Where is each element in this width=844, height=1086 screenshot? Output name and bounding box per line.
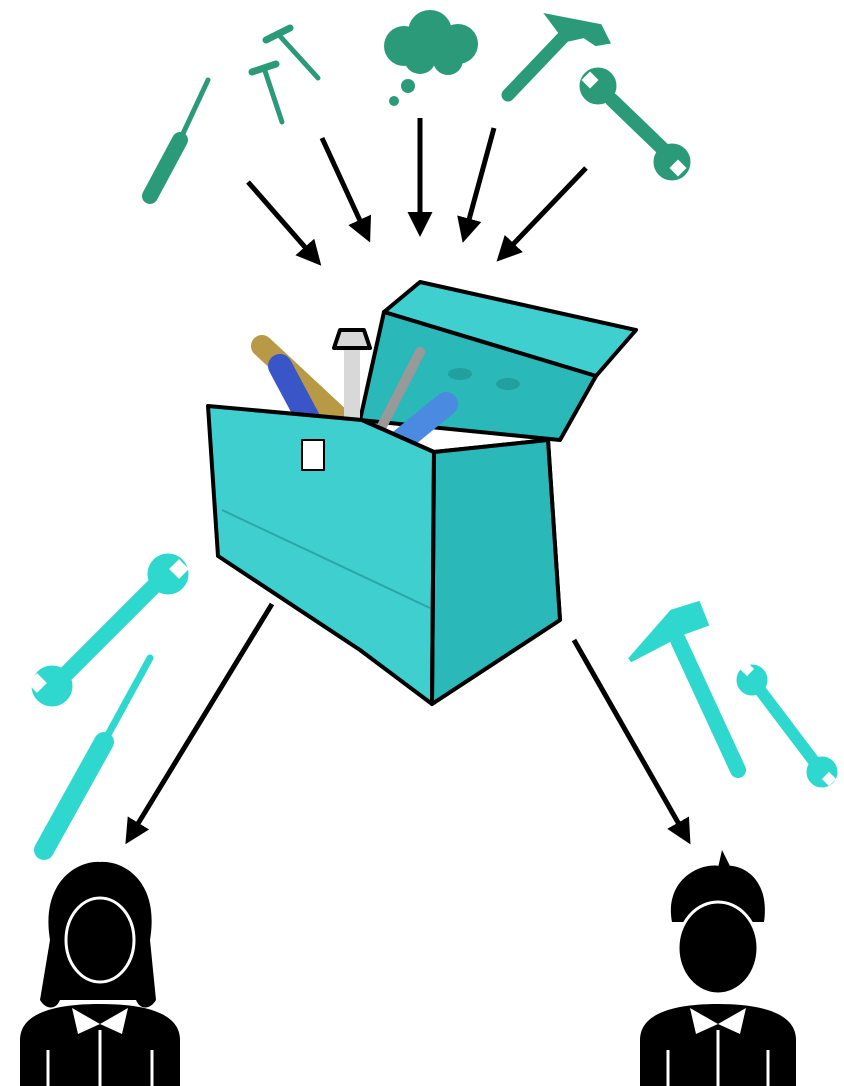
- toolbox-icon: [208, 282, 636, 704]
- source-nails-icon: [252, 28, 318, 122]
- arrow-to-woman: [128, 604, 272, 840]
- arrow-from-nails: [322, 138, 368, 238]
- arrow-from-hammer: [464, 128, 494, 238]
- man-icon: [640, 850, 796, 1086]
- arrow-from-screwdriver: [248, 182, 318, 262]
- woman-icon: [20, 862, 180, 1086]
- right-hammer-icon: [630, 604, 738, 770]
- source-thought-cloud-icon: [384, 10, 478, 106]
- source-wrench-icon: [580, 68, 690, 180]
- arrow-to-man: [574, 640, 688, 840]
- right-wrench-icon: [737, 662, 837, 787]
- source-screwdriver-icon: [150, 80, 208, 196]
- arrow-from-wrench: [500, 168, 586, 258]
- left-wrench-icon: [27, 554, 189, 706]
- incoming-arrows: [248, 118, 586, 262]
